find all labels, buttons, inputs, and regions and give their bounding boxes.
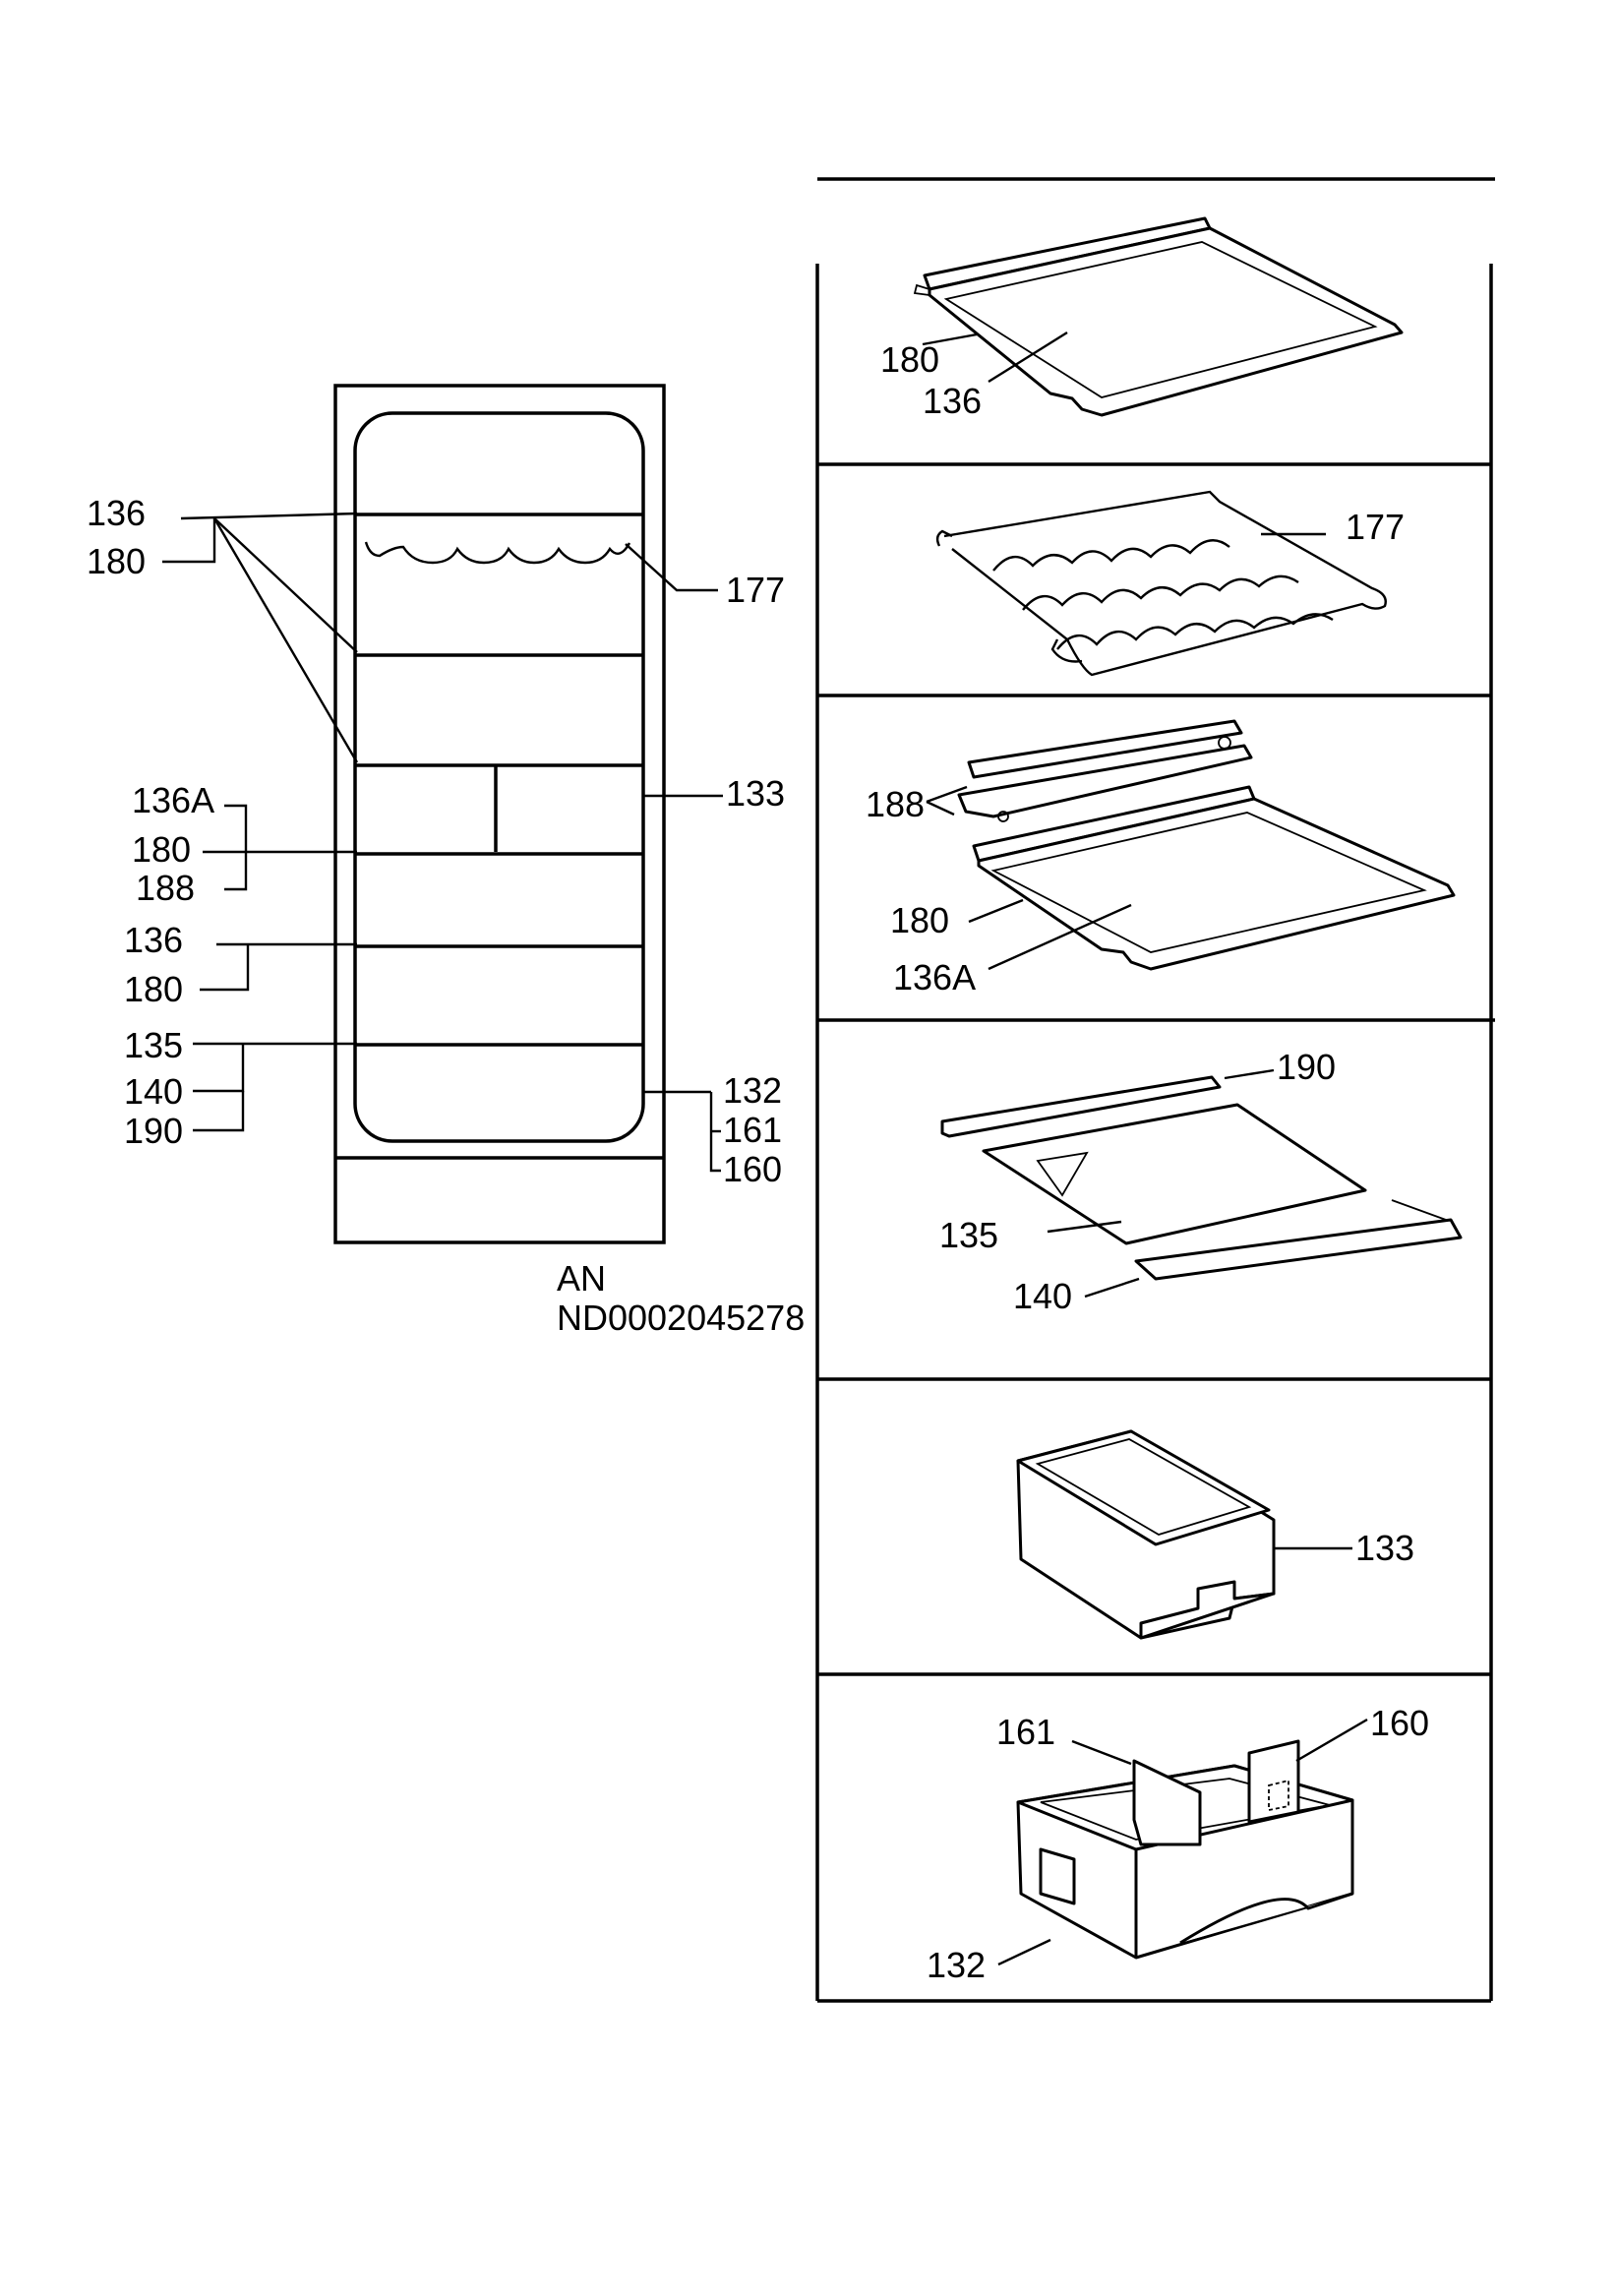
panel5-label-133: 133: [1355, 1528, 1414, 1568]
label-136-top: 136: [87, 493, 146, 533]
panel-5-crisper-drawer: 133: [1016, 1429, 1414, 1640]
label-180-mid: 180: [132, 829, 191, 870]
caption-an: AN: [557, 1258, 606, 1299]
label-136A: 136A: [132, 780, 214, 820]
panel-3-split-shelf: 188 180 136A: [866, 719, 1456, 997]
panel6-label-161: 161: [996, 1712, 1055, 1752]
fridge-outer-cabinet: [333, 384, 666, 1244]
fridge-overview: 136 180 177 136A 180 188 133 136 180 135…: [87, 384, 805, 1338]
label-188: 188: [136, 868, 195, 908]
panel4-label-140: 140: [1013, 1276, 1072, 1316]
label-190: 190: [124, 1111, 183, 1151]
label-161: 161: [723, 1110, 782, 1150]
parts-panel-frame: [815, 177, 1495, 2003]
panel6-label-160: 160: [1370, 1703, 1429, 1743]
label-140: 140: [124, 1071, 183, 1112]
panel4-label-135: 135: [939, 1215, 998, 1255]
panel-1-glass-shelf: 180 136: [880, 216, 1404, 421]
label-133: 133: [726, 773, 785, 814]
caption-code: ND0002045278: [557, 1298, 805, 1338]
panel6-label-132: 132: [927, 1945, 986, 1985]
panel3-label-188: 188: [866, 784, 925, 824]
panel3-label-180: 180: [890, 900, 949, 940]
panel1-label-136: 136: [923, 381, 982, 421]
label-160: 160: [723, 1149, 782, 1189]
label-135: 135: [124, 1025, 183, 1065]
label-180-top: 180: [87, 541, 146, 581]
fridge-inner-liner: [353, 411, 645, 1143]
panel4-label-190: 190: [1277, 1047, 1336, 1087]
label-177: 177: [726, 570, 785, 610]
panel-2-wine-rack: 177: [935, 490, 1405, 677]
panel1-label-180: 180: [880, 339, 939, 380]
label-180-low: 180: [124, 969, 183, 1009]
panel3-label-136A: 136A: [893, 957, 976, 997]
panel-4-glass-plate: 190 135 140: [939, 1047, 1463, 1316]
label-136-low: 136: [124, 920, 183, 960]
panel2-label-177: 177: [1346, 507, 1405, 547]
label-132: 132: [723, 1070, 782, 1111]
panel-6-drawer-with-dividers: 161 160 132: [927, 1703, 1429, 1985]
wine-rack-wave: [364, 541, 631, 565]
